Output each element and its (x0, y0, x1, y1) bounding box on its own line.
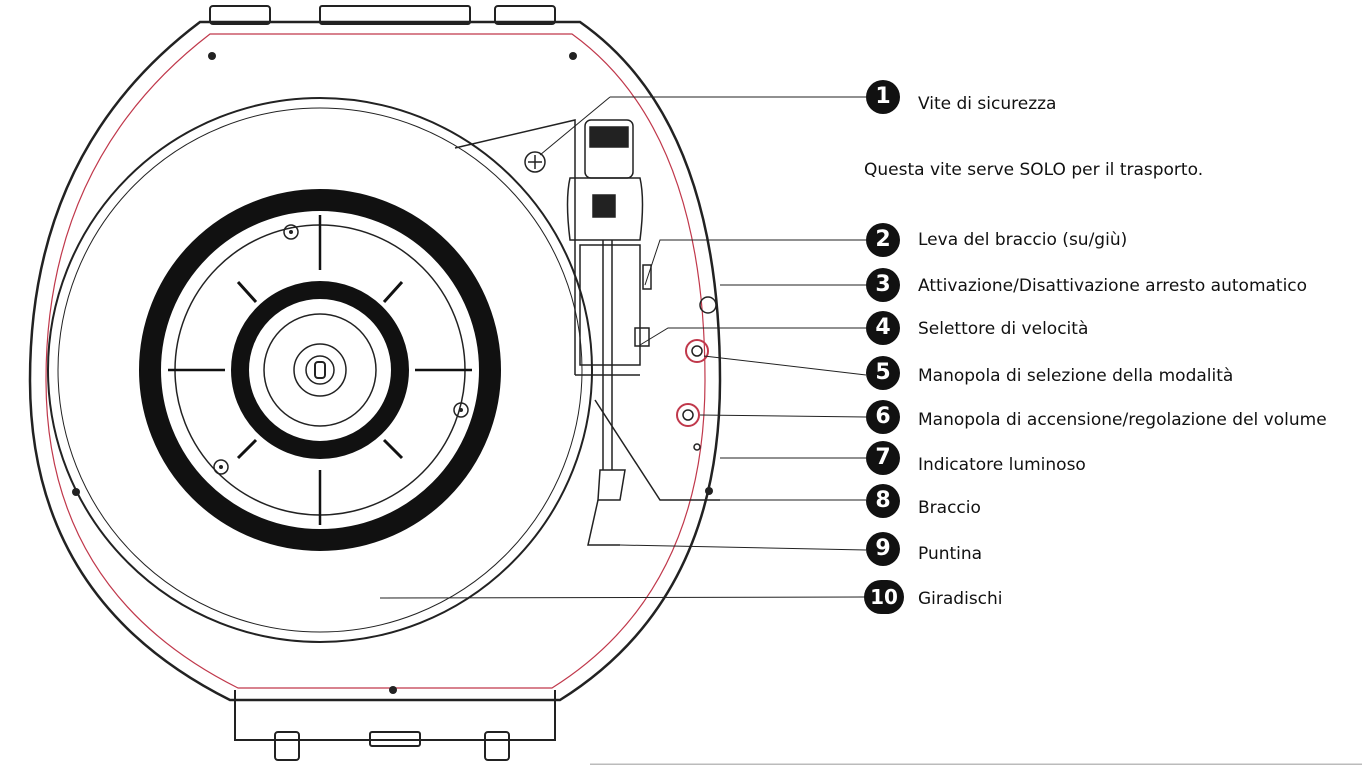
callout-badge-1: 1 (866, 80, 900, 114)
callout-badge-3: 3 (866, 268, 900, 302)
body-screws (72, 52, 713, 694)
callout-badge-8: 8 (866, 484, 900, 518)
platter (47, 97, 593, 643)
callout-badge-9: 9 (866, 532, 900, 566)
tonearm (566, 119, 644, 546)
callout-badge-10: 10 (864, 580, 904, 614)
callout-label-2: Leva del braccio (su/giù) (918, 230, 1128, 250)
callout-label-1: Vite di sicurezza (918, 94, 1057, 114)
control-panel (454, 119, 720, 501)
callout-label-6: Manopola di accensione/regolazione del v… (918, 410, 1327, 430)
callout-label-10: Giradischi (918, 589, 1003, 609)
callout-label-5: Manopola di selezione della modalità (918, 366, 1234, 386)
callout-badge-4: 4 (866, 311, 900, 345)
callout-label-8: Braccio (918, 498, 981, 518)
turntable-body (28, 20, 722, 702)
top-hinges (209, 5, 556, 25)
callout-label-3: Attivazione/Disattivazione arresto autom… (918, 276, 1308, 296)
base-feet (234, 690, 556, 761)
callout-badge-2: 2 (866, 223, 900, 257)
callout-badge-6: 6 (866, 400, 900, 434)
callout-label-7: Indicatore luminoso (918, 455, 1086, 475)
callout-badge-7: 7 (866, 441, 900, 475)
callout-label-4: Selettore di velocità (918, 319, 1089, 339)
callout-badge-5: 5 (866, 356, 900, 390)
callout-label-9: Puntina (918, 544, 983, 564)
leader-lines (379, 96, 867, 599)
transport-note: Questa vite serve SOLO per il trasporto. (864, 160, 1204, 180)
